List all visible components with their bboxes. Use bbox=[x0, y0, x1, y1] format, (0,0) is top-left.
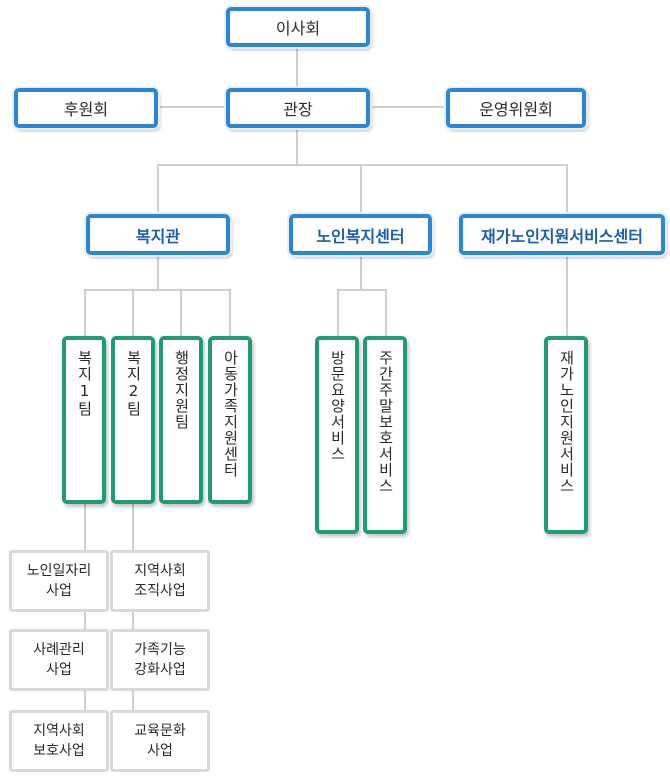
education-culture-program: 교육문화 사업 bbox=[110, 710, 210, 772]
day-night-care-box: 주간주말보호서비스 bbox=[363, 336, 407, 534]
connector-to-day-care bbox=[385, 289, 387, 337]
community-organizing-program: 지역사회 조직사업 bbox=[110, 550, 210, 612]
welfare-center-box: 복지관 bbox=[86, 214, 230, 255]
home-care-center-label: 재가노인지원서비스센터 bbox=[481, 226, 643, 246]
community-protection-program: 지역사회 보호사업 bbox=[9, 710, 109, 772]
connector-sponsors-director bbox=[158, 106, 226, 108]
admin-team-box: 행정지원팀 bbox=[159, 336, 203, 504]
visiting-service-box: 방문요양서비스 bbox=[315, 336, 359, 534]
senior-center-box: 노인복지센터 bbox=[289, 214, 432, 255]
steering-committee-box: 운영위원회 bbox=[446, 88, 586, 128]
visiting-service-label: 방문요양서비스 bbox=[328, 350, 347, 462]
senior-jobs-program: 노인일자리 사업 bbox=[9, 550, 109, 612]
board-box: 이사회 bbox=[226, 7, 370, 47]
connector-to-senior-center bbox=[360, 164, 362, 216]
connector-to-home-care-center bbox=[566, 164, 568, 216]
senior-center-label: 노인복지센터 bbox=[316, 226, 405, 246]
welfare-team-1-label: 복지1팀 bbox=[75, 350, 94, 417]
connector-welfare-center-down bbox=[157, 253, 159, 290]
connector-to-team-2 bbox=[132, 289, 134, 337]
director-label: 관장 bbox=[283, 100, 313, 119]
steering-committee-label: 운영위원회 bbox=[479, 100, 553, 119]
connector-to-child-family bbox=[229, 289, 231, 337]
admin-team-label: 행정지원팀 bbox=[172, 350, 191, 430]
connector-centers-bus bbox=[157, 164, 567, 166]
connector-board-director bbox=[296, 45, 298, 89]
connector-teams-bus bbox=[84, 289, 231, 291]
connector-senior-bus bbox=[337, 289, 387, 291]
sponsors-box: 후원회 bbox=[14, 88, 158, 128]
connector-director-committee bbox=[370, 106, 446, 108]
home-care-center-box: 재가노인지원서비스센터 bbox=[459, 214, 665, 255]
director-box: 관장 bbox=[226, 88, 370, 128]
child-family-center-box: 아동가족지원센터 bbox=[208, 336, 252, 504]
welfare-center-label: 복지관 bbox=[135, 226, 181, 246]
connector-to-admin-team bbox=[180, 289, 182, 337]
connector-to-welfare-center bbox=[157, 164, 159, 216]
family-function-program: 가족기능 강화사업 bbox=[110, 629, 210, 691]
welfare-team-2-box: 복지2팀 bbox=[111, 336, 155, 504]
welfare-team-1-box: 복지1팀 bbox=[62, 336, 106, 504]
connector-to-team-1 bbox=[84, 289, 86, 337]
connector-director-down bbox=[296, 125, 298, 165]
home-care-service-label: 재가노인지원서비스 bbox=[557, 350, 576, 494]
day-night-care-label: 주간주말보호서비스 bbox=[376, 350, 395, 494]
connector-home-care-down bbox=[566, 253, 568, 337]
connector-to-visiting bbox=[337, 289, 339, 337]
home-care-service-box: 재가노인지원서비스 bbox=[544, 336, 588, 534]
sponsors-label: 후원회 bbox=[63, 100, 109, 119]
connector-senior-center-down bbox=[360, 253, 362, 290]
welfare-team-2-label: 복지2팀 bbox=[124, 350, 143, 417]
board-label: 이사회 bbox=[275, 19, 321, 38]
case-management-program: 사례관리 사업 bbox=[9, 629, 109, 691]
child-family-center-label: 아동가족지원센터 bbox=[221, 350, 240, 478]
